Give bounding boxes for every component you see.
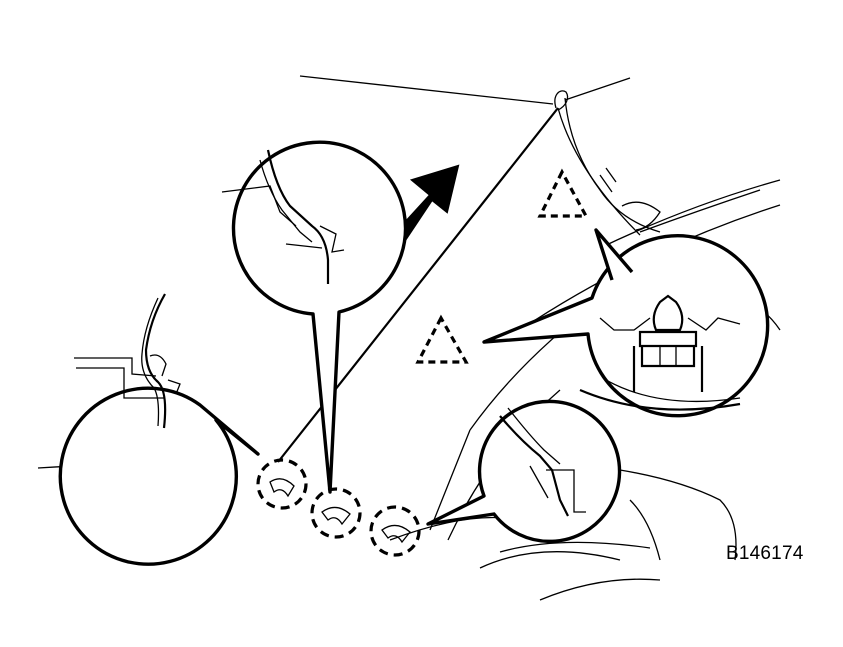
- clip-location-circle: [310, 487, 362, 539]
- detail-bubble-clip-1: [58, 293, 260, 566]
- clip-location-circle: [256, 458, 308, 510]
- arrow-icon: [396, 164, 460, 248]
- detail-bubble-clip-3: [482, 228, 770, 418]
- detail-bubble-clip-4: [426, 399, 622, 544]
- figure-reference-code: B146174: [726, 543, 804, 564]
- dashed-triangle-icon: [415, 314, 469, 364]
- clip-location-circle: [369, 505, 421, 557]
- dashed-triangle-icon: [537, 168, 589, 218]
- detail-bubble-clip-2: [221, 140, 408, 494]
